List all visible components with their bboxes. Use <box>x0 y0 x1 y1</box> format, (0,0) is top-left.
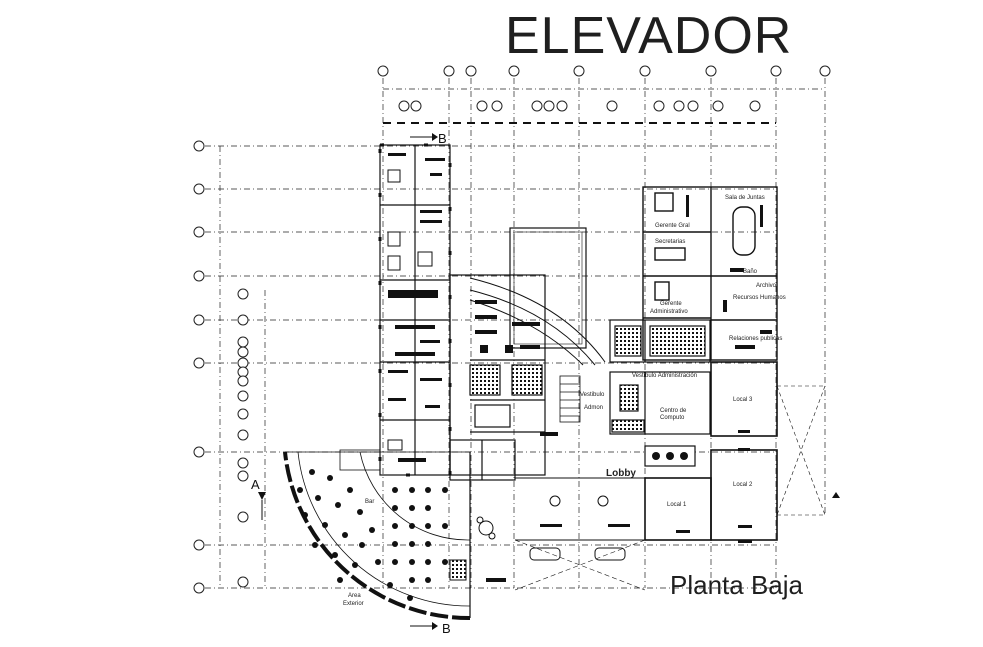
grid-bubbles-left <box>193 140 205 594</box>
left-wing-fixtures <box>387 153 445 462</box>
drawing-title: ELEVADOR <box>505 7 793 65</box>
grid-bubbles-top <box>377 65 831 77</box>
label-recursos-humanos: Recursos Humanos <box>733 295 786 301</box>
section-mark-bottom-label: B <box>442 621 451 636</box>
label-area-exterior-2: Exterior <box>343 601 364 607</box>
label-secretarias: Secretarias <box>655 239 685 245</box>
planter <box>449 516 496 581</box>
label-gerente-admin-2: Administrativo <box>650 309 688 315</box>
grid-bubbles-left-secondary <box>237 288 249 588</box>
label-vestibulo-admin: Vestibulo Administración <box>632 373 697 379</box>
grid-axis-top <box>382 78 826 588</box>
north-arrow <box>832 492 840 498</box>
label-vestibulo: Vestibulo <box>580 392 605 398</box>
admin-block <box>642 186 778 361</box>
label-centro-computo-2: Computo <box>660 415 685 421</box>
lobby-area <box>514 477 711 591</box>
label-bano: Baño <box>743 269 758 275</box>
central-fixtures <box>475 300 558 436</box>
section-mark-top <box>410 133 438 141</box>
central-block <box>449 274 546 476</box>
label-local-1: Local 1 <box>667 502 687 508</box>
label-local-2: Local 2 <box>733 482 753 488</box>
terrace-tables <box>297 469 448 601</box>
label-archivo: Archivo <box>756 283 777 289</box>
elevator-shaft <box>509 227 587 349</box>
label-bar: Bar <box>365 499 374 505</box>
left-wing <box>378 143 452 477</box>
label-gerente-admin-1: Gerente <box>660 301 682 307</box>
grid-bubbles-secondary <box>398 100 761 112</box>
label-sala-juntas: Sala de Juntas <box>725 195 765 201</box>
lobby-desk <box>644 445 696 467</box>
label-local-3: Local 3 <box>733 397 753 403</box>
section-mark-top-label: B <box>438 131 447 146</box>
curved-ramp <box>469 277 606 366</box>
label-centro-computo-1: Centro de <box>660 408 687 414</box>
drawing-subtitle: Planta Baja <box>670 570 803 600</box>
label-admon: Admon <box>584 405 603 411</box>
label-area-exterior-1: Area <box>348 593 361 599</box>
label-gerente-gral: Gerente Gral <box>655 223 690 229</box>
section-mark-left <box>258 492 266 520</box>
local-fixtures <box>676 430 752 543</box>
bathrooms <box>609 319 711 363</box>
lobby-benches <box>486 524 630 582</box>
section-mark-bottom <box>410 622 438 630</box>
vestibulo-admin <box>609 371 711 435</box>
section-mark-left-label: A <box>251 477 260 492</box>
label-lobby: Lobby <box>606 468 636 479</box>
label-relaciones-publicas: Relaciones publicas <box>729 336 782 342</box>
admin-fixtures <box>686 195 772 349</box>
stair <box>559 375 581 423</box>
restrooms-lobby <box>449 439 516 481</box>
